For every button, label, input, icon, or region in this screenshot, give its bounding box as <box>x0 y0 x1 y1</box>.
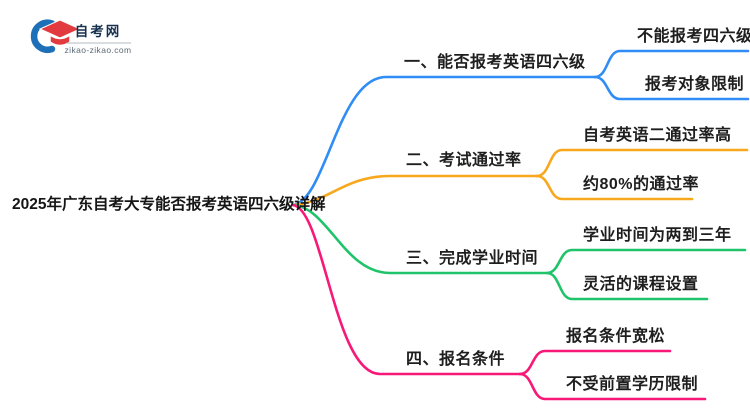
branch-4-label[interactable]: 四、报名条件 <box>406 351 506 368</box>
branch-1-child-2-connector <box>593 75 750 101</box>
branch-4-child-2-label[interactable]: 不受前置学历限制 <box>566 376 699 393</box>
branch-1-child-1-label[interactable]: 不能报考四六级 <box>637 28 750 45</box>
branch-1-child-1-connector <box>593 49 750 79</box>
branch-1-child-2-label[interactable]: 报考对象限制 <box>645 76 745 93</box>
branch-2-child-2-connector <box>535 174 694 201</box>
root-topic[interactable]: 2025年广东自考大专能否报考英语四六级详解 <box>12 196 326 213</box>
branch-4-child-2-connector <box>518 372 707 401</box>
branch-3-child-1-connector <box>545 248 747 275</box>
branch-3-connector <box>291 203 549 275</box>
branch-4-child-1-connector <box>518 349 672 376</box>
branch-3-child-2-label[interactable]: 灵活的课程设置 <box>583 276 699 293</box>
branch-2-connector <box>291 174 539 207</box>
branch-3-child-2-connector <box>545 271 709 301</box>
logo[interactable]: 自考网 zikao-zikao.com <box>30 10 140 64</box>
branch-1-label[interactable]: 一、能否报考英语四六级 <box>404 54 586 71</box>
branch-2-label[interactable]: 二、考试通过率 <box>406 152 522 169</box>
logo-domain: zikao-zikao.com <box>65 45 132 55</box>
logo-title: 自考网 <box>75 23 122 39</box>
graduation-cap-icon <box>38 19 82 47</box>
logo-crescent-icon <box>30 19 56 53</box>
branch-2-child-1-connector <box>535 148 749 178</box>
branch-2-child-2-label[interactable]: 约80%的通过率 <box>583 176 700 193</box>
branch-3-child-1-label[interactable]: 学业时间为两到三年 <box>583 227 732 244</box>
branch-1-connector <box>291 75 597 207</box>
branch-4-child-1-label[interactable]: 报名条件宽松 <box>566 328 666 345</box>
branch-3-label[interactable]: 三、完成学业时间 <box>406 250 539 267</box>
branch-4-connector <box>291 203 522 376</box>
branch-2-child-1-label[interactable]: 自考英语二通过率高 <box>583 127 732 144</box>
